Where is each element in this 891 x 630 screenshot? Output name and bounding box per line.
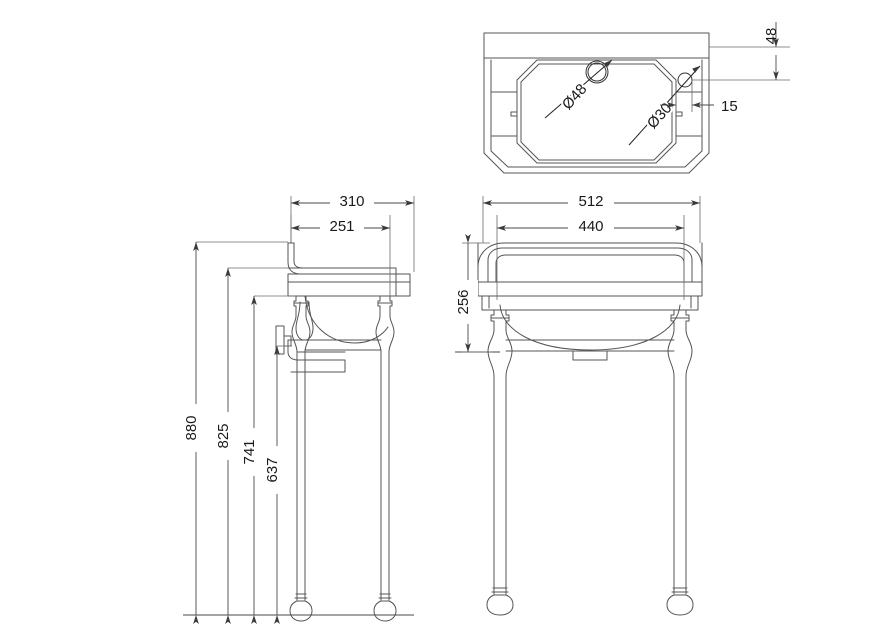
label-741-bg [244, 428, 264, 476]
label-310: 310 [339, 193, 364, 210]
front-leg-left [486, 309, 514, 616]
side-bowl-underside [304, 295, 389, 344]
leader-d48 [544, 59, 613, 119]
front-leg-left-foot [486, 594, 514, 616]
side-trap-assembly [275, 301, 346, 373]
label-440: 440 [578, 218, 603, 235]
label-880-bg [186, 404, 206, 452]
top-view-back-ledge [483, 32, 710, 59]
side-cross-rail [304, 339, 382, 351]
label-440-bg [568, 217, 614, 236]
front-view-group: 512 440 256 [455, 192, 703, 616]
leader-d30 [628, 65, 701, 146]
side-basin-deck [287, 273, 411, 297]
label-512-bg [568, 192, 614, 211]
side-view-group: 310 251 880 825 741 [183, 192, 415, 624]
label-15: 15 [721, 98, 738, 115]
leader-d30-arrowhead [692, 66, 700, 73]
front-backsplash-band-outer [487, 247, 693, 283]
front-cross-rail [505, 339, 675, 352]
label-251: 251 [329, 218, 354, 235]
label-825-bg [218, 412, 238, 460]
top-view-right-bracket [675, 91, 702, 137]
label-256: 256 [455, 289, 472, 314]
label-256-bg [458, 280, 478, 324]
side-leg-right [373, 295, 397, 622]
label-637-bg [267, 446, 287, 494]
top-view-outer-outline [483, 57, 710, 174]
front-backsplash-top-curve [477, 242, 703, 268]
front-apron [481, 295, 699, 311]
front-leg-right [666, 309, 694, 616]
side-backsplash-inner [293, 242, 304, 269]
label-637: 637 [264, 457, 281, 482]
label-880: 880 [183, 415, 200, 440]
tap-hole-d48-inner [587, 62, 607, 82]
front-apron-sides [488, 295, 692, 309]
top-view-group: Ø48 Ø48 Ø30 Ø30 48 15 [483, 22, 790, 174]
side-leg-right-foot [373, 600, 397, 622]
top-view-bowl-opening-inner [520, 63, 673, 161]
label-512: 512 [578, 193, 603, 210]
side-leg-left [289, 295, 313, 622]
leader-d48-arrowhead [604, 60, 612, 67]
label-48: 48 [763, 28, 780, 45]
top-view-inner-rim [490, 59, 703, 168]
hole-d30 [677, 72, 693, 88]
front-backsplash-band-inner [495, 254, 685, 283]
front-bowl-underside [499, 304, 681, 351]
label-741: 741 [241, 439, 258, 464]
label-825: 825 [215, 423, 232, 448]
label-310-bg [330, 192, 374, 211]
side-leg-left-foot [289, 600, 313, 622]
front-leg-right-foot [666, 594, 694, 616]
label-251-bg [320, 217, 364, 236]
front-rail-centre-bracket [572, 350, 608, 361]
label-d48: Ø48 [559, 81, 591, 113]
tap-hole-d48-outer [585, 60, 609, 84]
front-outer-body [477, 242, 703, 297]
top-view-left-bracket [491, 91, 518, 137]
